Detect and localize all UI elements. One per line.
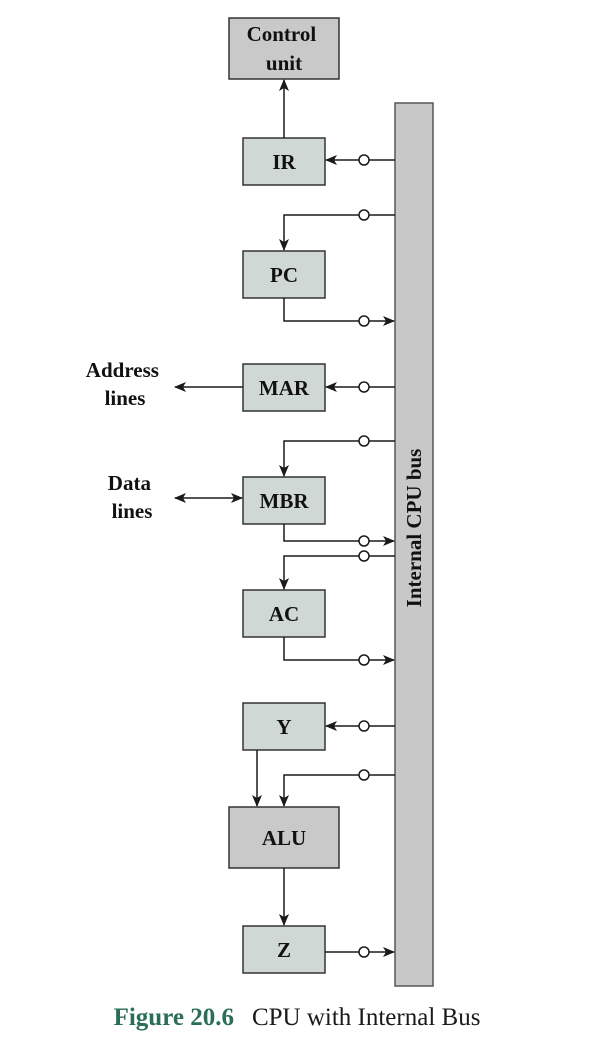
control-unit-box [228, 17, 340, 80]
mbr-input-gate [358, 435, 370, 447]
ac-box [242, 589, 326, 638]
mbr-input-arrow [279, 440, 359, 477]
mbr-box [242, 476, 326, 525]
mbr-label: MBR [260, 489, 310, 513]
figure-title: CPU with Internal Bus [251, 1004, 481, 1031]
mbr-output-gate [358, 535, 370, 547]
ac-output-gate [358, 654, 370, 666]
pc-input-gate [358, 209, 370, 221]
pc-output-gate [358, 315, 370, 327]
mar-box [242, 363, 326, 412]
pc-label: PC [270, 263, 298, 287]
ir-input-gate [358, 154, 370, 166]
mar-input-gate [358, 381, 370, 393]
pc-output-line [283, 298, 359, 322]
y-box [242, 702, 326, 751]
bus-label: Internal CPU bus [402, 449, 426, 608]
z-box [242, 925, 326, 974]
alu-label: ALU [262, 826, 306, 850]
z-output-gate [358, 946, 370, 958]
figure-number: Figure 20.6 [113, 1004, 234, 1031]
y-input-gate [358, 720, 370, 732]
ir-label: IR [272, 150, 296, 174]
ac-input-arrow [279, 555, 359, 590]
pc-input-arrow [279, 214, 359, 251]
ac-output-line [283, 637, 359, 661]
ac-input-gate [358, 550, 370, 562]
mbr-output-line [283, 524, 359, 542]
z-label: Z [277, 938, 291, 962]
alu-box [228, 806, 340, 869]
alu-input-arrow [279, 774, 359, 807]
control-unit-label: Control unit [247, 22, 322, 75]
ac-label: AC [269, 602, 299, 626]
figure-caption: Figure 20.6 CPU with Internal Bus [0, 1004, 594, 1032]
y-label: Y [276, 715, 291, 739]
alu-input-gate [358, 769, 370, 781]
mar-label: MAR [259, 376, 310, 400]
data-lines-label: Data lines [108, 471, 156, 523]
address-lines-label: Address lines [86, 358, 164, 410]
internal-cpu-bus [394, 102, 434, 987]
